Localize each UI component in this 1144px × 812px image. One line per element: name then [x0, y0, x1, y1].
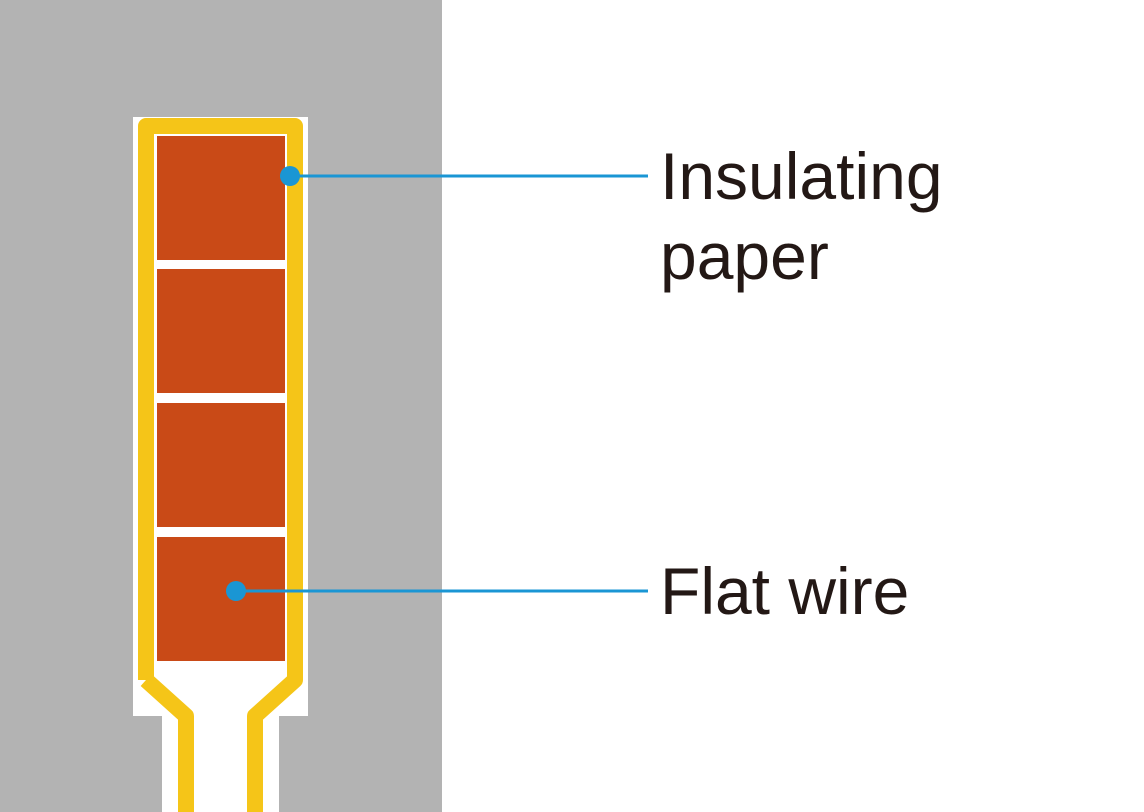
flat-wire-3	[157, 403, 285, 527]
insulating-paper-leader-dot	[280, 166, 300, 186]
flat-wire-4	[157, 537, 285, 661]
flat-wire-label-text: Flat wire	[660, 554, 910, 628]
flat-wire-label: Flat wire	[660, 551, 909, 631]
insulating-paper-outline	[138, 118, 303, 812]
flat-wire-1	[157, 136, 285, 260]
insulating-paper-label: Insulating paper	[660, 136, 943, 296]
insulating-paper-label-line2: paper	[660, 219, 829, 293]
flat-wire-leader-dot	[226, 581, 246, 601]
flat-wire-2	[157, 269, 285, 393]
insulating-paper-label-line1: Insulating	[660, 139, 943, 213]
